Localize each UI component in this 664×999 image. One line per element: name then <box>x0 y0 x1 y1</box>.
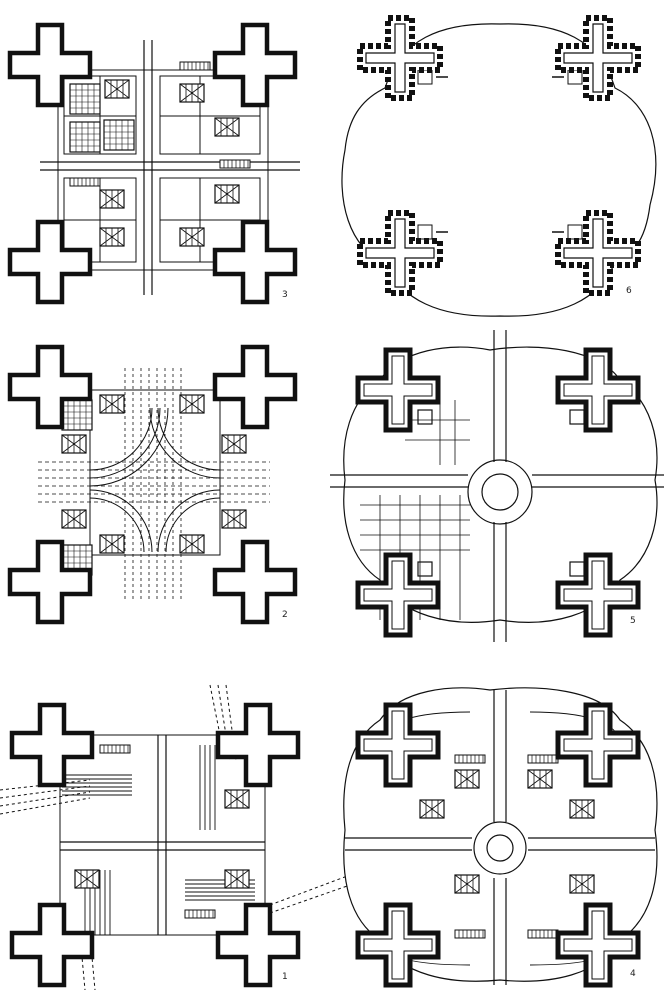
plan-5: 5 <box>330 330 664 642</box>
plan-6: 6 <box>341 18 657 317</box>
plan-2: 2 <box>10 347 295 622</box>
plan-1-number: 1 <box>282 972 288 982</box>
plan-3-number: 3 <box>282 290 288 300</box>
plan-2-number: 2 <box>282 610 288 620</box>
tower-3c <box>10 222 90 302</box>
plan-3: 3 <box>10 25 300 302</box>
plan-5-lobed-outline <box>343 346 658 623</box>
plan-5-number: 5 <box>630 616 636 626</box>
plan-3-ground <box>40 40 300 295</box>
tower-1a <box>12 705 92 785</box>
tower-2b <box>215 347 295 427</box>
plan-1: 1 <box>0 684 351 991</box>
plan-4: 4 <box>343 687 658 985</box>
plan-4-number: 4 <box>630 969 636 979</box>
tower-3b <box>215 25 295 105</box>
tower-1c <box>12 905 92 985</box>
plan-6-number: 6 <box>626 286 632 296</box>
